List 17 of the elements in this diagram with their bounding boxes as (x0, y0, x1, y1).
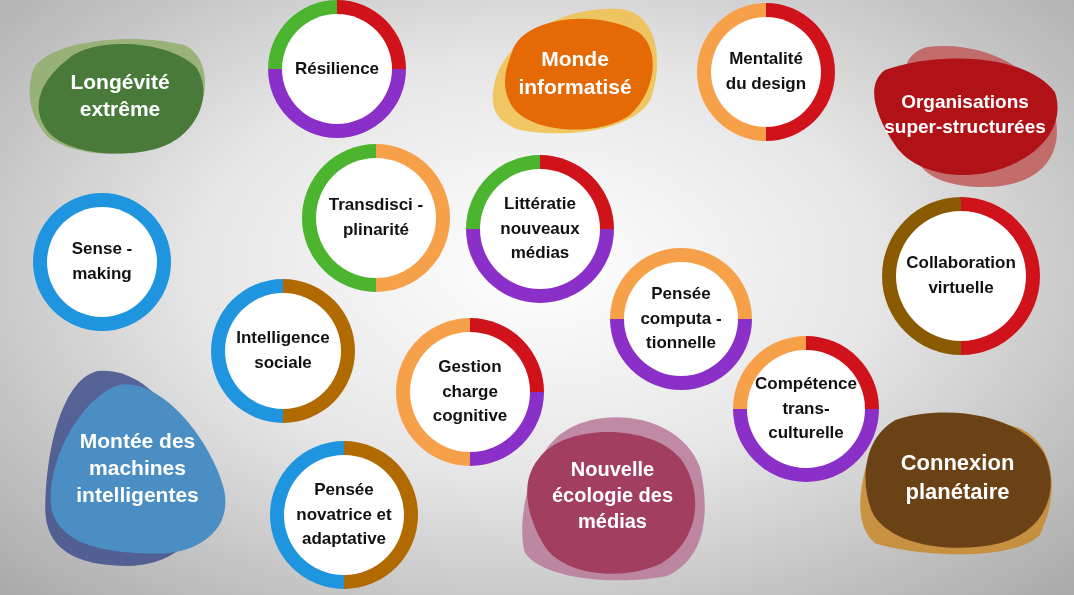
skill-label: Sense -making (47, 207, 157, 317)
skill-label: Transdisci -plinarité (316, 158, 436, 278)
trend-label: Connexion planétaire (899, 448, 1016, 506)
trend-label: Longévité extrême (69, 68, 171, 122)
trend-label: Montée des machines intelligentes (75, 427, 200, 509)
skill-label: Pensée novatrice et adaptative (284, 455, 404, 575)
skill-label: Compétence trans- culturelle (747, 350, 865, 468)
trend-label: Nouvelle écologie des médias (550, 457, 675, 534)
skill-label: Intelligence sociale (225, 293, 341, 409)
skill-label: Collaboration virtuelle (896, 211, 1026, 341)
trend-label: Monde informatisé (517, 46, 633, 100)
skill-label: Pensée computa -tionnelle (624, 262, 738, 376)
trend-label: Organisations super-structurées (883, 90, 1047, 139)
skill-label: Gestion charge cognitive (410, 332, 530, 452)
skill-label: Mentalité du design (711, 17, 821, 127)
skill-label: Littératie nouveaux médias (480, 169, 600, 289)
skill-label: Résilience (282, 14, 392, 124)
